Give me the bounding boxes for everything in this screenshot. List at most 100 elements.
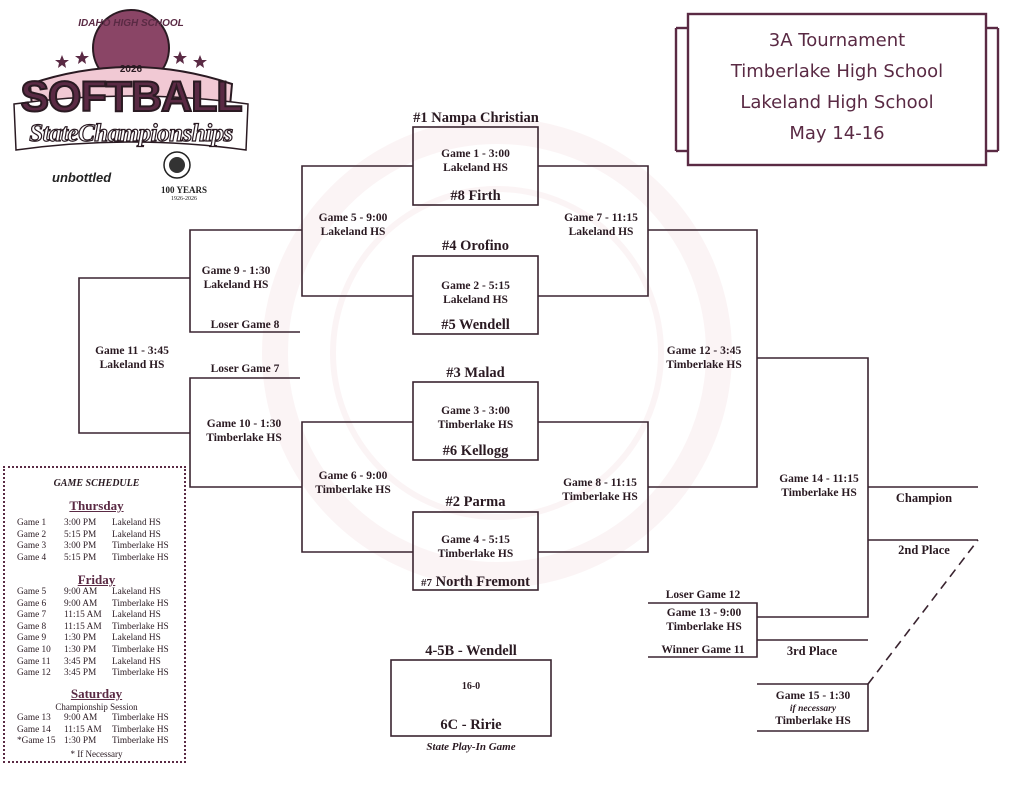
schedule-time: 5:15 PM [64,529,97,540]
schedule-site: Timberlake HS [112,621,169,632]
game-9-connector [189,229,302,333]
schedule-day-thursday: Thursday [69,498,124,513]
logo-idaho-text: IDAHO HIGH SCHOOL [78,18,184,29]
team-seed-8: #8 Firth [450,188,501,204]
watermark-seal-inner [330,186,664,520]
loser-game-8-label: Loser Game 8 [210,319,280,331]
schedule-site: Timberlake HS [112,724,169,735]
schedule-game: Game 12 [17,668,51,679]
logo-softball-text: SOFTBALL [19,73,243,121]
tournament-logo: IDAHO HIGH SCHOOL 2026 SOFTBALL StateCha… [6,12,256,202]
sponsor-logo: unbottled [52,170,112,185]
schedule-time: 9:00 AM [64,598,98,609]
schedule-time: 1:30 PM [64,645,97,655]
schedule-game: Game 8 [17,621,47,632]
schedule-site: Timberlake HS [112,598,169,609]
team-seed-3: #3 Malad [446,365,505,381]
playin-top-team: 4-5B - Wendell [425,643,517,659]
schedule-site: Timberlake HS [112,713,169,723]
schedule-title: GAME SCHEDULE [53,478,140,489]
schedule-site: Lakeland HS [112,529,161,540]
winner-game-11-label: Winner Game 11 [661,644,745,656]
schedule-site: Timberlake HS [112,736,169,747]
schedule-time: 5:15 PM [64,552,97,563]
game-15-dashed-line [867,539,979,685]
game-4-box [412,511,539,591]
schedule-game: Game 1 [17,518,47,528]
logo-championships-text: StateChampionships [29,119,234,147]
schedule-game: *Game 15 [17,736,56,747]
loser-game-12-label: Loser Game 12 [665,589,741,601]
playin-box [390,659,552,737]
schedule-time: 11:15 AM [64,621,102,632]
game-13-connector [648,602,758,658]
game-11-connector [78,277,190,434]
schedule-time: 11:15 AM [64,724,102,735]
game-3-box [412,381,539,461]
team-seed-7-number: #7 [421,577,432,589]
second-place-label: 2nd Place [898,543,950,557]
game-15-connector [757,683,869,732]
schedule-site: Lakeland HS [112,587,161,597]
schedule-time: 9:00 AM [64,587,98,597]
schedule-game: Game 7 [17,610,47,621]
schedule-day-friday: Friday [77,572,116,587]
host-school-2: Lakeland High School [740,92,934,113]
schedule-site: Lakeland HS [112,518,161,528]
logo-year: 2026 [119,64,143,75]
tournament-dates: May 14-16 [789,123,885,144]
schedule-game: Game 14 [17,724,51,735]
schedule-site: Lakeland HS [112,656,161,667]
schedule-time: 1:30 PM [64,736,97,747]
champion-label: Champion [895,491,953,505]
schedule-game: Game 6 [17,598,47,609]
schedule-time: 11:15 AM [64,610,102,621]
tournament-class: 3A Tournament [768,30,906,51]
third-place-label: 3rd Place [786,644,838,658]
anniversary-badge: 100 YEARS [161,185,207,195]
game-schedule-panel: GAME SCHEDULE Thursday Game 1 3:00 PM Lake… [3,466,186,763]
anniversary-span: 1926-2026 [171,196,197,202]
schedule-site: Timberlake HS [112,541,169,552]
game-15-label: Game 15 - 1:30 if necessary Timberlake H… [758,690,868,729]
loser-game-7-label: Loser Game 7 [210,363,280,375]
schedule-game: Game 10 [17,645,51,655]
team-seed-7: #7 North Fremont [410,574,541,591]
schedule-day-saturday: Saturday [70,686,123,701]
logo-graphic [13,9,249,179]
team-seed-7-name: North Fremont [435,574,530,590]
schedule-game: Game 9 [17,633,47,644]
schedule-saturday-sub: Championship Session [55,702,138,712]
host-school-1: Timberlake High School [730,61,944,82]
team-seed-5: #5 Wendell [441,317,510,333]
schedule-site: Timberlake HS [112,645,169,655]
schedule-game: Game 5 [17,587,47,597]
schedule-time: 3:00 PM [64,518,97,528]
playin-bottom-team: 6C - Ririe [440,717,502,733]
schedule-game: Game 4 [17,552,47,563]
game-15-note: if necessary [789,703,837,714]
schedule-site: Timberlake HS [112,668,169,679]
schedule-site: Lakeland HS [112,633,161,644]
schedule-game: Game 2 [17,529,47,540]
game-2-box [412,255,539,335]
schedule-game: Game 3 [17,541,47,552]
schedule-time: 3:45 PM [64,668,97,679]
team-seed-2: #2 Parma [445,494,506,510]
tournament-info-box: 3A Tournament Timberlake High School Lak… [676,14,998,165]
schedule-game: Game 13 [17,713,51,723]
team-seed-1: #1 Nampa Christian [413,110,539,126]
schedule-site: Lakeland HS [112,610,161,621]
